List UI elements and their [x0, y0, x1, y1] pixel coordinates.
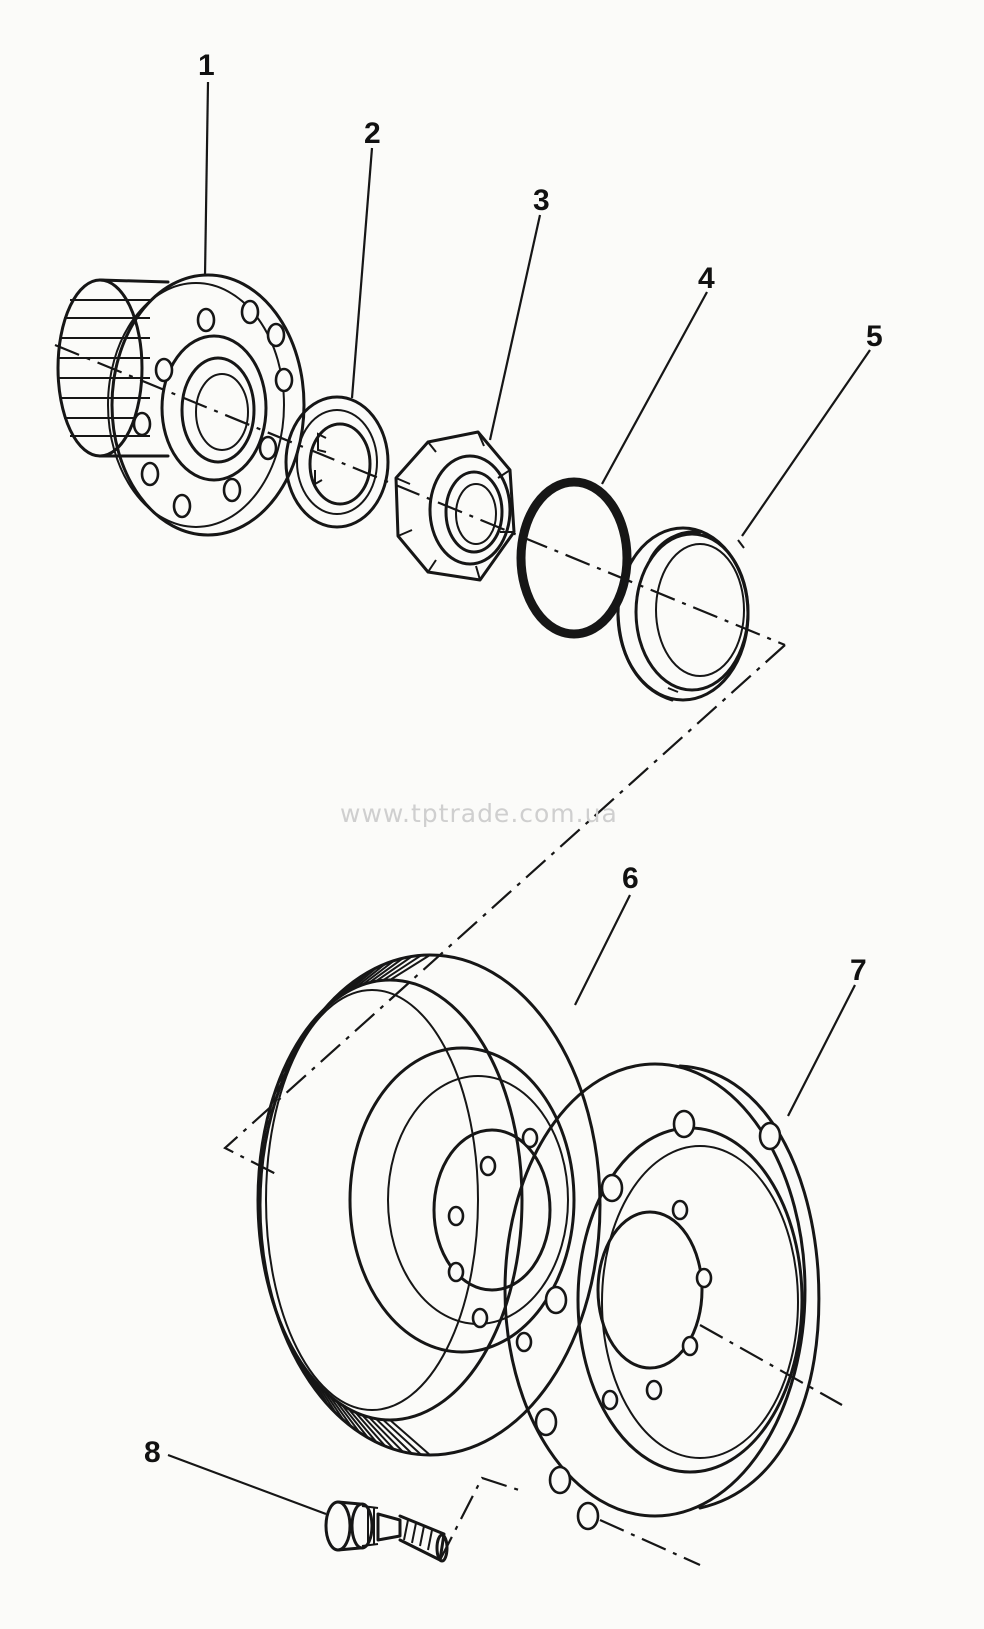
callout-2: 2 [364, 117, 381, 150]
hub-bolt-holes [132, 299, 294, 519]
vent-slot [361, 1414, 395, 1451]
vent-slot [258, 1169, 262, 1173]
hub-cap-part-5 [616, 526, 750, 702]
vent-slot [368, 957, 404, 984]
vent-slot [354, 1411, 387, 1447]
vent-slot [334, 1399, 361, 1434]
vent-slot [273, 1083, 283, 1094]
watermark-text: www.tptrade.com.ua [340, 799, 618, 828]
vent-slot [347, 966, 378, 992]
callout-leaders [167, 81, 871, 1516]
vent-slot [259, 1240, 264, 1252]
vent-slot [267, 1107, 275, 1116]
vent-slot [257, 1205, 262, 1213]
vent-slot [277, 1071, 287, 1084]
vent-slot [310, 1376, 330, 1407]
vent-slot [261, 1144, 266, 1149]
vent-slot [389, 954, 431, 981]
vent-slot [260, 1251, 266, 1265]
vent-slot [389, 1419, 431, 1456]
o-ring-part-4 [516, 477, 632, 639]
flange-ring-part-7 [503, 1062, 821, 1531]
vent-slot [341, 971, 369, 996]
callout-1: 1 [198, 49, 215, 82]
vent-slot [262, 1263, 269, 1278]
callout-8: 8 [144, 1436, 161, 1469]
vent-slot [257, 1181, 262, 1186]
vent-slot [281, 1060, 292, 1075]
vent-slot [262, 1132, 268, 1138]
lock-washer-part-2 [284, 395, 390, 529]
disc-bolt-holes [447, 1127, 539, 1353]
vent-slot [334, 976, 361, 1001]
vent-slot [299, 1361, 316, 1390]
vent-slot [368, 1416, 404, 1453]
vent-slot [375, 955, 413, 983]
vent-slot [294, 1029, 309, 1048]
vent-slot [257, 1193, 261, 1199]
wheel-hub-part-1 [56, 273, 306, 537]
vent-slot [270, 1095, 278, 1105]
vent-slot [285, 1050, 298, 1065]
vent-slot [265, 1119, 271, 1127]
disc-vent-slots [257, 954, 431, 1456]
callout-4: 4 [698, 262, 715, 295]
callout-3: 3 [533, 184, 550, 217]
vent-slot [304, 1368, 323, 1398]
vent-slot [361, 959, 395, 986]
vent-slot [257, 1217, 262, 1226]
callout-5: 5 [866, 320, 883, 353]
callout-6: 6 [622, 862, 639, 895]
vent-slot [289, 1039, 303, 1056]
vent-slot [347, 1408, 378, 1443]
vent-slot [382, 954, 422, 982]
wheel-stud-part-8 [324, 1500, 449, 1563]
hub-nut-part-3 [394, 430, 516, 582]
vent-slot [260, 1157, 264, 1161]
vent-slot [382, 1418, 422, 1456]
callout-7: 7 [850, 954, 867, 987]
vent-slot [328, 1394, 353, 1428]
vent-slot [258, 1228, 263, 1239]
vent-slot [316, 1382, 337, 1414]
brake-disc-part-6 [256, 953, 602, 1457]
flange-bolt-holes [534, 1109, 782, 1531]
vent-slot [341, 1404, 369, 1439]
callout-numbers: 1 2 3 4 5 6 7 8 [144, 49, 883, 1469]
vent-slot [375, 1418, 413, 1455]
vent-slot [354, 963, 386, 989]
vent-slot [322, 1388, 345, 1421]
